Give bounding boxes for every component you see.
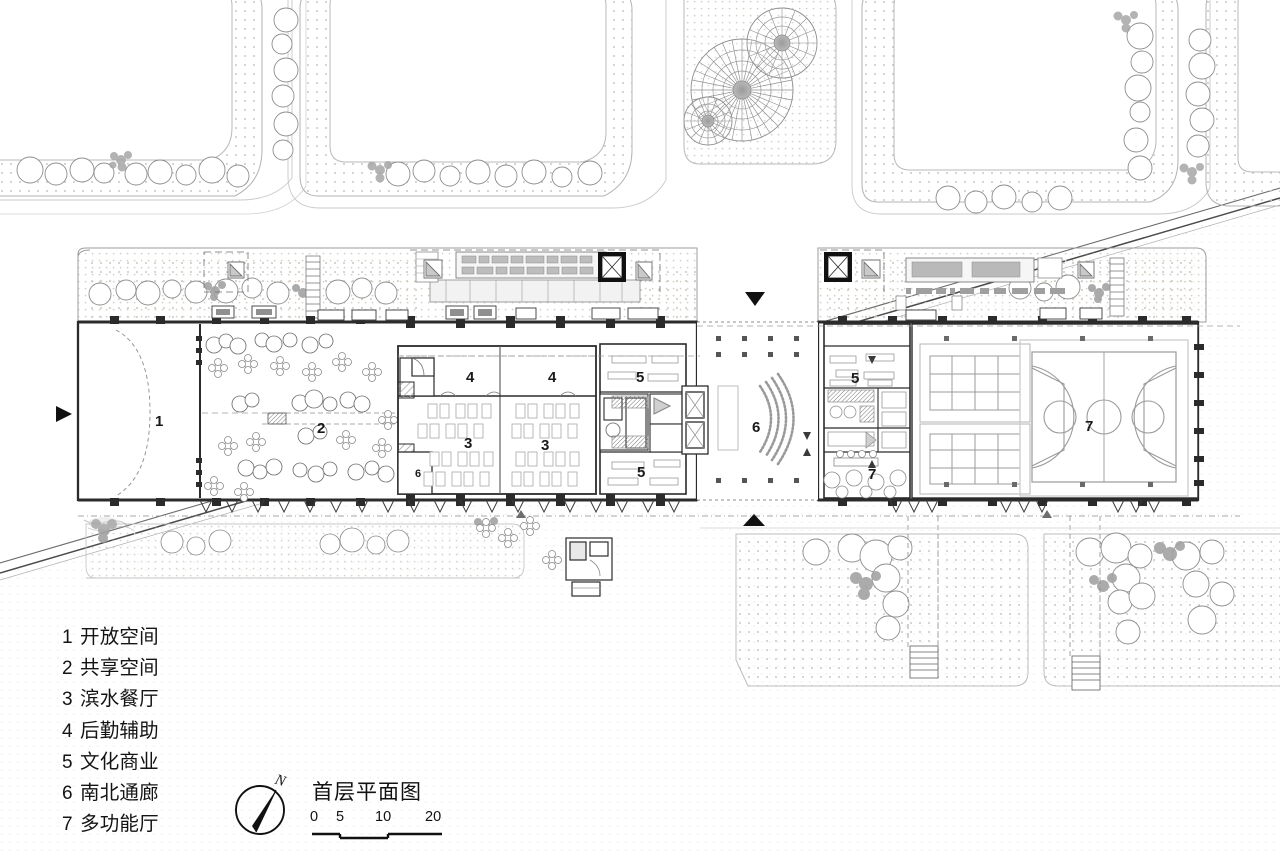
label-6-small: 6 bbox=[415, 468, 422, 480]
room-6-corridor bbox=[716, 336, 799, 483]
canopy-small bbox=[683, 96, 733, 146]
south-stairs bbox=[909, 645, 1101, 691]
stair-core-right bbox=[824, 252, 852, 282]
legend-label: 文化商业 bbox=[80, 750, 159, 773]
legend-label: 开放空间 bbox=[80, 626, 159, 648]
building-roof-zone bbox=[77, 247, 1207, 323]
scale-tick-10: 10 bbox=[375, 809, 392, 825]
south-courtyard-b bbox=[1043, 532, 1280, 687]
main-building bbox=[76, 247, 1240, 517]
north-wall-columns bbox=[78, 305, 1198, 328]
page-title: 首层平面图 bbox=[312, 781, 422, 804]
legend-label: 后勤辅助 bbox=[80, 719, 159, 742]
canopy-medium bbox=[746, 7, 818, 79]
title-block: N 首层平面图 0 5 10 20 bbox=[232, 772, 472, 846]
label-5-commercial-a: 5 bbox=[636, 369, 645, 386]
small-arrow-b bbox=[1042, 510, 1052, 518]
small-arrow-d bbox=[803, 448, 811, 456]
site-block-4 bbox=[851, 0, 1211, 215]
label-5-commercial-b: 5 bbox=[637, 464, 646, 481]
rooms-5-commercial-left bbox=[599, 343, 709, 495]
legend-item: 1 开放空间 bbox=[62, 622, 262, 653]
scale-tick-0: 0 bbox=[310, 809, 319, 825]
small-arrow-f bbox=[868, 460, 876, 468]
stair-core-left bbox=[598, 252, 626, 282]
shore-texture bbox=[83, 517, 135, 532]
room-1-open-space bbox=[80, 324, 204, 498]
label-4-service-b: 4 bbox=[548, 369, 557, 386]
label-1-open-space: 1 bbox=[155, 413, 164, 430]
label-4-service-a: 4 bbox=[466, 369, 475, 386]
legend-number: 4 bbox=[62, 720, 73, 742]
entry-markers bbox=[56, 292, 1052, 526]
south-courtyard-a bbox=[735, 533, 1029, 687]
corridor-arrow-north bbox=[745, 292, 765, 306]
label-5-commercial-c: 5 bbox=[851, 370, 860, 387]
south-pavilion bbox=[565, 537, 613, 597]
site-block-5 bbox=[1205, 0, 1280, 207]
legend-number: 6 bbox=[62, 783, 73, 805]
corridor-arrow-south bbox=[743, 514, 765, 526]
north-arrow-icon bbox=[235, 785, 285, 835]
legend-label: 滨水餐厅 bbox=[80, 688, 159, 711]
small-arrow-c bbox=[803, 432, 811, 440]
scale-tick-5: 5 bbox=[336, 809, 345, 825]
legend-number: 7 bbox=[62, 814, 73, 836]
north-site-blocks bbox=[0, 0, 1280, 215]
label-7-court: 7 bbox=[1085, 418, 1094, 435]
basketball-court bbox=[1019, 339, 1189, 497]
legend-item: 2 共享空间 bbox=[62, 653, 262, 684]
room-2-shared-space bbox=[202, 324, 400, 502]
label-2-shared-space: 2 bbox=[317, 420, 326, 437]
label-7-multipurpose-a: 7 bbox=[868, 466, 877, 483]
scale-bar: 0 5 10 20 bbox=[310, 809, 450, 843]
legend-item: 4 后勤辅助 bbox=[62, 716, 262, 747]
legend-item: 7 多功能厅 bbox=[62, 809, 262, 840]
label-3-waterfront-a: 3 bbox=[464, 435, 473, 452]
legend-item: 3 滨水餐厅 bbox=[62, 684, 262, 715]
rooms-3-4-restaurant-service bbox=[397, 345, 597, 495]
site-block-2 bbox=[287, 0, 667, 209]
right-block-rooms bbox=[823, 323, 1204, 499]
small-arrow-e bbox=[868, 356, 876, 364]
label-3-waterfront-b: 3 bbox=[541, 437, 550, 454]
legend-label: 共享空间 bbox=[80, 657, 159, 680]
legend-number: 1 bbox=[62, 627, 73, 648]
scale-tick-20: 20 bbox=[425, 809, 442, 825]
south-site-landscape bbox=[85, 516, 1280, 691]
site-block-3-canopy-plaza bbox=[683, 0, 837, 165]
label-6-corridor: 6 bbox=[752, 419, 761, 436]
legend-number: 3 bbox=[62, 689, 73, 711]
legend-item: 6 南北通廊 bbox=[62, 778, 262, 809]
legend-label: 多功能厅 bbox=[80, 813, 159, 836]
shrub-clumps-north bbox=[109, 11, 1204, 185]
legend-label: 南北通廊 bbox=[80, 782, 159, 805]
south-wall-columns bbox=[78, 494, 1240, 517]
entry-arrow-left bbox=[56, 406, 72, 422]
small-arrow-a bbox=[516, 510, 526, 518]
legend: 1 开放空间 2 共享空间 3 滨水餐厅 4 后勤辅助 5 文化商业 6 南北通… bbox=[62, 622, 262, 840]
legend-number: 5 bbox=[62, 751, 73, 773]
roof-skylight-right bbox=[895, 257, 1065, 311]
legend-item: 5 文化商业 bbox=[62, 747, 262, 778]
scale-bar-graphic bbox=[312, 832, 442, 840]
street-trees-north bbox=[16, 7, 1216, 214]
legend-number: 2 bbox=[62, 658, 73, 680]
